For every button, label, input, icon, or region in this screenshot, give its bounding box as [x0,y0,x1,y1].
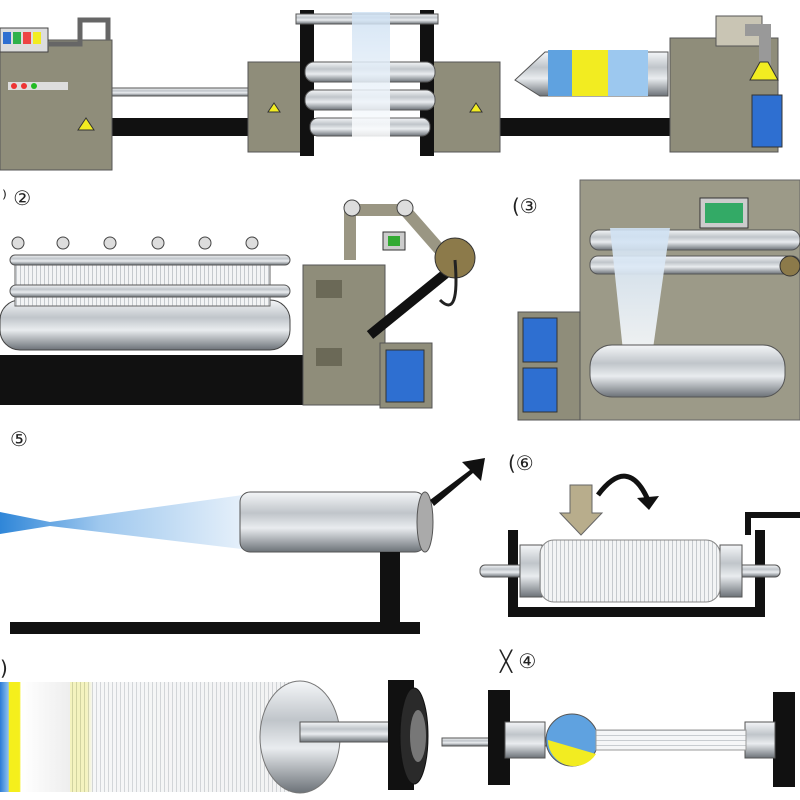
drawn-fiber [595,729,747,751]
top-pipe [48,17,111,47]
nozzle-barrel [239,491,426,553]
wound-roll [539,539,721,603]
arrow-up-right-icon [430,458,485,506]
step4-label: ╳ ④ [499,649,536,673]
collection-drum [589,344,786,398]
step6-label: (⑥ [508,451,534,475]
main-drum [0,299,291,351]
down-arrow-icon [558,484,604,536]
step3-label: (③ [512,194,538,218]
nozzle-row [11,236,259,250]
carding-machine [0,199,476,409]
fiber-cone [610,228,670,370]
top-production-line [0,10,783,171]
right-housing [431,61,501,153]
base-rail [10,622,420,634]
step7-label: ) [0,656,8,680]
machine-frame [0,355,305,405]
web-layer [14,261,271,307]
spinning-unit [517,179,800,421]
fiber-web [352,12,390,142]
warning-sign-icon [77,117,95,131]
blue-panel [751,94,783,148]
extrusion-nozzle [0,458,485,634]
roll-axle [299,721,396,743]
curved-arrow-down-icon [596,473,651,502]
step5-label: ⑤ [10,427,28,451]
control-cabinet [0,39,113,171]
fiber-spray [0,494,250,550]
feed-pipe [94,87,256,97]
winding-unit [479,473,800,617]
drawing-station [441,690,795,787]
final-roll [0,680,429,794]
step2-label: ⁾ ② [2,186,31,210]
